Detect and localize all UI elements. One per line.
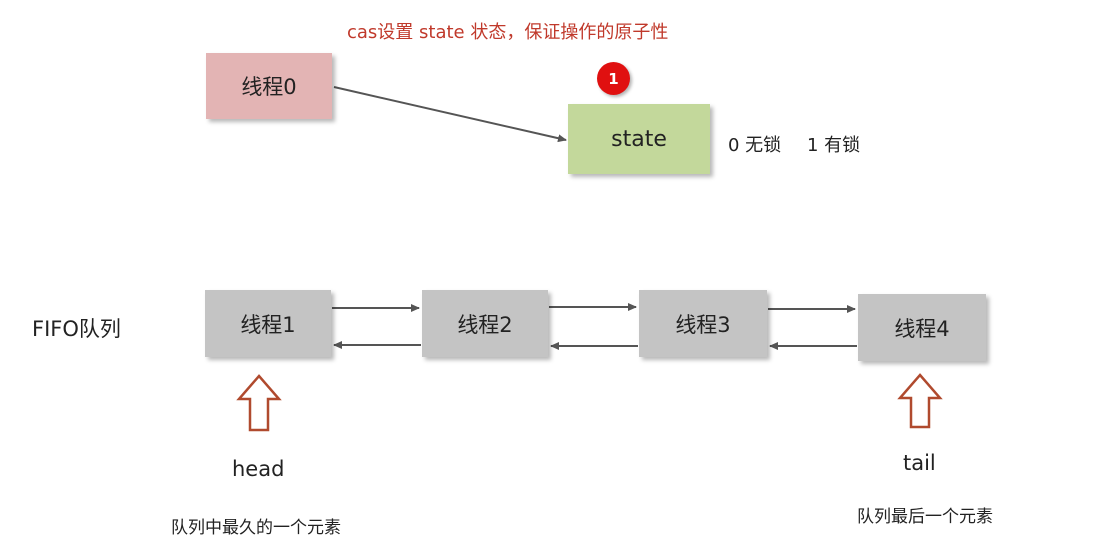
cas-caption: cas设置 state 状态，保证操作的原子性 bbox=[347, 22, 669, 43]
thread0-to-state-arrow bbox=[333, 86, 567, 143]
thread0-box: 线程0 bbox=[206, 53, 332, 119]
queue-node-2-label: 线程2 bbox=[457, 312, 513, 337]
state-box: state bbox=[568, 104, 710, 174]
fifo-queue-label: FIFO队列 bbox=[32, 317, 121, 341]
queue-node-4: 线程4 bbox=[858, 294, 986, 361]
queue-node-3-label: 线程3 bbox=[675, 312, 731, 337]
thread0-label: 线程0 bbox=[241, 75, 297, 99]
state-legend-locked: 1 有锁 bbox=[807, 135, 861, 156]
queue-node-1: 线程1 bbox=[205, 290, 331, 357]
step-badge: 1 bbox=[597, 62, 630, 95]
state-legend-unlocked: 0 无锁 bbox=[728, 135, 782, 156]
queue-node-2: 线程2 bbox=[422, 290, 548, 357]
queue-node-4-label: 线程4 bbox=[894, 316, 950, 341]
head-description: 队列中最久的一个元素 bbox=[171, 518, 341, 538]
tail-label: tail bbox=[903, 451, 936, 475]
queue-node-3: 线程3 bbox=[639, 290, 767, 357]
head-pointer-arrow bbox=[236, 374, 282, 432]
queue-node-1-label: 线程1 bbox=[240, 312, 296, 337]
head-label: head bbox=[232, 457, 285, 481]
state-label: state bbox=[611, 126, 667, 152]
step-badge-number: 1 bbox=[608, 69, 619, 88]
tail-pointer-arrow bbox=[897, 373, 943, 429]
tail-description: 队列最后一个元素 bbox=[857, 507, 993, 527]
